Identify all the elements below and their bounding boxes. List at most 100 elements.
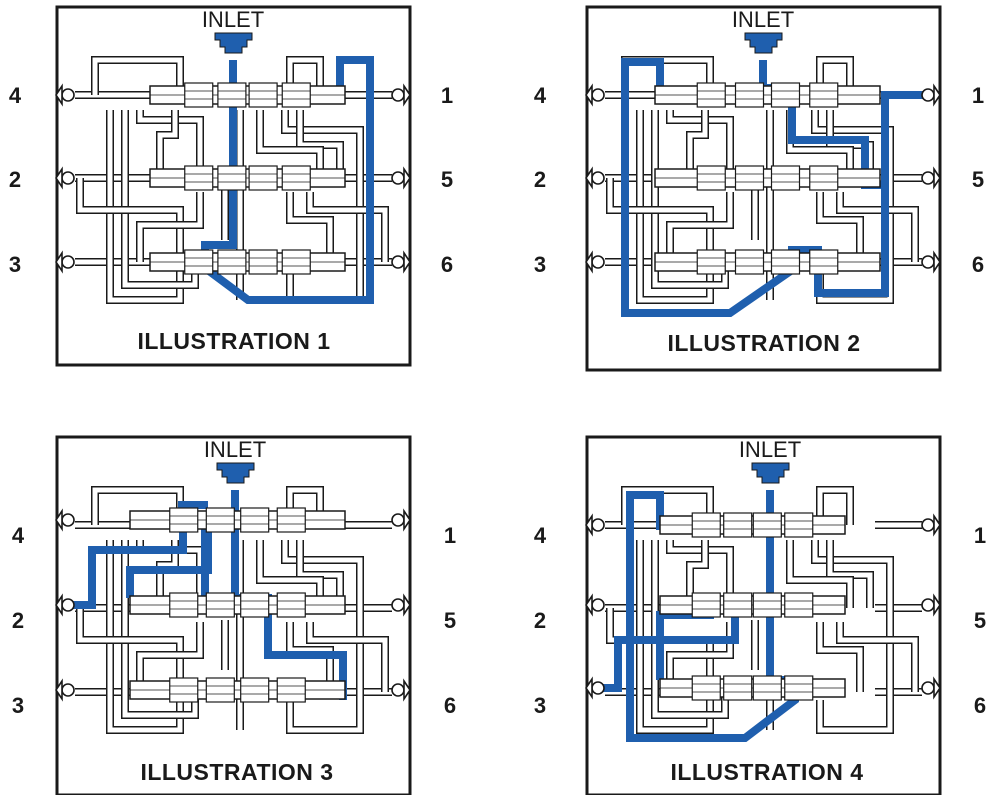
passage-bore <box>687 540 708 608</box>
spool-land <box>784 512 814 538</box>
check-valve-icon <box>391 83 411 107</box>
check-valve-icon <box>55 678 75 702</box>
spool-land <box>281 249 311 275</box>
passage-bore <box>122 540 198 718</box>
port-label-6: 6 <box>444 693 456 718</box>
spool-land <box>205 507 235 533</box>
check-valve-icon <box>55 166 75 190</box>
illustration-panel-1: INLET 4 2 3 1 5 6 ILLUSTRATION 1 <box>9 5 453 367</box>
check-valve-icon <box>585 513 605 537</box>
spools <box>659 512 846 701</box>
spool-land <box>752 592 782 618</box>
passage-bore <box>137 192 203 262</box>
inlet-label: INLET <box>204 437 266 462</box>
passage-bore <box>622 487 713 525</box>
passage-bore <box>667 110 733 178</box>
passage-bore <box>287 57 323 95</box>
spool-land <box>281 82 311 108</box>
spool-land <box>184 82 214 108</box>
spool-body <box>654 249 881 275</box>
spool-land <box>169 677 199 703</box>
check-valve-icon <box>921 83 941 107</box>
check-valve-icon <box>921 593 941 617</box>
inlet-fitting <box>214 32 253 54</box>
spool-body <box>659 512 846 538</box>
passage-bore <box>837 622 918 692</box>
check-valve-icon <box>585 250 605 274</box>
port-label-4: 4 <box>12 523 25 548</box>
spool-land <box>809 165 839 191</box>
passage-bore <box>817 487 853 525</box>
port-label-2: 2 <box>12 608 24 633</box>
illustration-panel-2: INLET 4 2 3 1 5 6 ILLUSTRATION 2 <box>534 5 984 372</box>
port-label-6: 6 <box>972 252 984 277</box>
spool-land <box>281 165 311 191</box>
check-valves <box>585 83 941 274</box>
port-label-5: 5 <box>972 167 984 192</box>
check-valve-icon <box>391 250 411 274</box>
port-label-5: 5 <box>444 608 456 633</box>
port-label-4: 4 <box>9 83 22 108</box>
spool-land <box>784 675 814 701</box>
passage-bore <box>817 622 863 692</box>
inlet-connector <box>744 32 783 54</box>
spool-land <box>691 675 721 701</box>
port-label-3: 3 <box>534 252 546 277</box>
passage-bore <box>687 110 708 178</box>
spool-land <box>169 507 199 533</box>
spool-land <box>696 249 726 275</box>
spool-body <box>129 677 346 703</box>
passage-bore <box>787 540 853 608</box>
port-label-3: 3 <box>534 693 546 718</box>
spool-land <box>734 165 765 191</box>
passage-bore <box>667 540 733 608</box>
check-valve-icon <box>585 166 605 190</box>
passage-bore <box>282 110 363 303</box>
illustration-caption: ILLUSTRATION 2 <box>667 330 860 356</box>
check-valves <box>585 513 941 700</box>
passage-bore <box>257 110 323 178</box>
passage-bore <box>77 608 183 692</box>
spool-land <box>752 675 782 701</box>
active-flow-path <box>201 56 374 304</box>
check-valve-icon <box>391 593 411 617</box>
check-valve-icon <box>55 508 75 532</box>
illustration-caption: ILLUSTRATION 4 <box>670 759 863 785</box>
spool-land <box>276 592 306 618</box>
passage-bore <box>257 540 323 608</box>
passage-bore <box>77 178 183 262</box>
passage-bore <box>137 622 203 692</box>
port-label-3: 3 <box>9 252 21 277</box>
passage-bore <box>667 192 733 262</box>
spool-land <box>723 592 753 618</box>
passage-bore <box>812 540 893 733</box>
spool-land <box>217 82 247 108</box>
inlet-fitting <box>751 462 790 484</box>
spool-land <box>696 82 726 108</box>
passage-bore <box>137 110 203 178</box>
port-label-6: 6 <box>974 693 986 718</box>
passage-bore <box>92 57 183 95</box>
spool-land <box>217 249 247 275</box>
spool-land <box>734 82 765 108</box>
spool-body <box>659 675 846 701</box>
spool-land <box>217 165 247 191</box>
passage-bore <box>282 540 363 733</box>
inlet-connector <box>751 462 790 484</box>
spools <box>149 82 346 275</box>
spool-land <box>248 249 278 275</box>
spool-land <box>276 677 306 703</box>
passage-network <box>75 56 392 304</box>
spool-land <box>276 507 306 533</box>
illustration-panel-3: INLET 4 2 3 1 5 6 ILLUSTRATION 3 <box>12 435 456 795</box>
spool-land <box>248 165 278 191</box>
spool-body <box>149 249 346 275</box>
port-label-2: 2 <box>9 167 21 192</box>
passage-bore <box>652 540 728 718</box>
spool-land <box>809 82 839 108</box>
check-valve-icon <box>55 593 75 617</box>
spool-land <box>770 249 801 275</box>
spool-body <box>654 82 881 108</box>
spool-land <box>723 675 753 701</box>
passage-bore <box>297 540 343 608</box>
